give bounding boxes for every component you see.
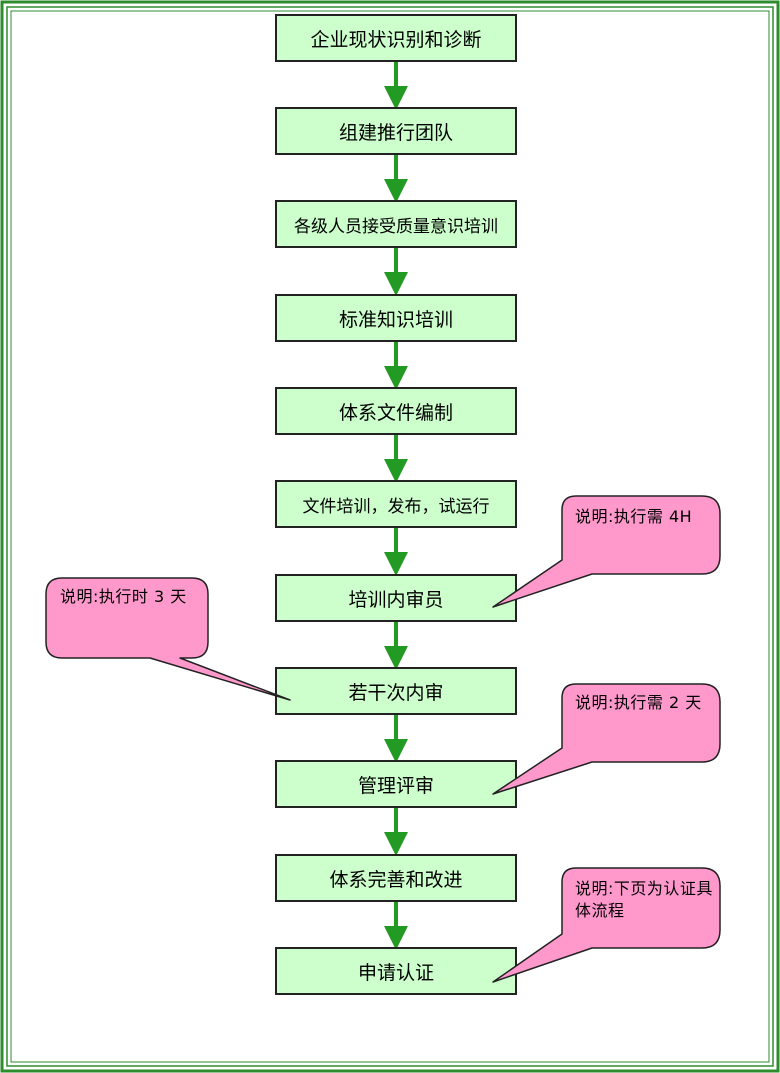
step-6: 文件培训，发布，试运行 (275, 480, 517, 528)
callout-bubble-3 (492, 683, 721, 795)
step-9: 管理评审 (275, 760, 517, 808)
step-4: 标准知识培训 (275, 294, 517, 342)
callout-bubble-2 (45, 577, 291, 701)
callout-text-3: 说明:执行需 2 天 (575, 693, 702, 712)
step-2: 组建推行团队 (275, 107, 517, 155)
callout-bubble-4 (492, 867, 721, 983)
callout-text-4: 说明:下页为认证具体流程 (575, 879, 713, 920)
step-3: 各级人员接受质量意识培训 (275, 200, 517, 248)
callout-bubble-1 (492, 495, 721, 608)
step-7: 培训内审员 (275, 574, 517, 622)
step-8: 若干次内审 (275, 667, 517, 715)
callout-text-2: 说明:执行时 3 天 (60, 587, 187, 606)
step-1: 企业现状识别和诊断 (275, 14, 517, 62)
step-10: 体系完善和改进 (275, 854, 517, 902)
step-11: 申请认证 (275, 947, 517, 995)
step-5: 体系文件编制 (275, 387, 517, 435)
callout-text-1: 说明:执行需 4H (575, 507, 693, 526)
